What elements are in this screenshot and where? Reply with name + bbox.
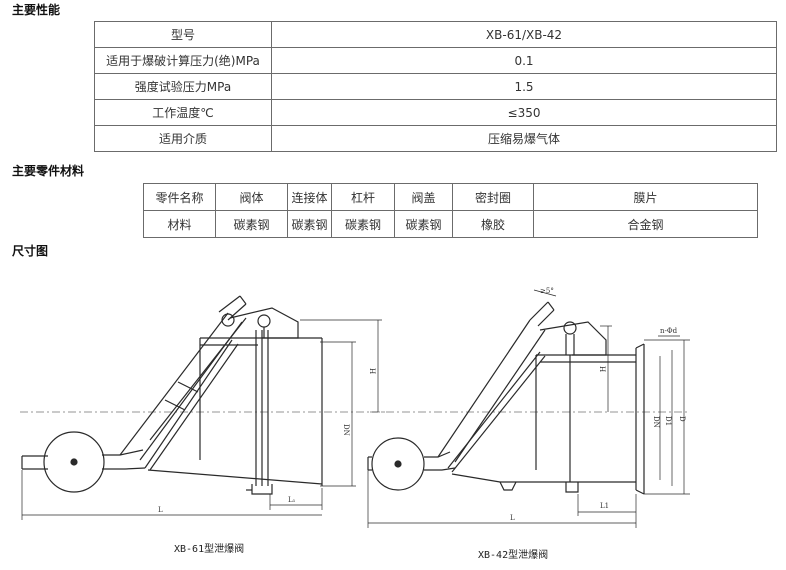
performance-table: 型号 XB-61/XB-42 适用于爆破计算压力(绝)MPa 0.1 强度试验压… <box>94 21 777 152</box>
dim-label-l1-right: L1 <box>600 502 609 510</box>
table-cell: 型号 <box>94 21 272 48</box>
table-cell: 碳素钢 <box>394 210 453 238</box>
xb42-drawing <box>367 289 690 528</box>
dim-label-l-right: L <box>510 514 515 522</box>
table-row: 强度试验压力MPa 1.5 <box>94 73 777 100</box>
dim-label-angle: ≥5° <box>540 287 554 295</box>
table-cell: 0.1 <box>271 47 777 74</box>
dim-label-h: H <box>368 368 376 374</box>
section-heading-performance: 主要性能 <box>12 3 61 17</box>
table-cell: 橡胶 <box>452 210 534 238</box>
dim-label-d: D <box>678 416 686 422</box>
table-row: 适用介质 压缩易爆气体 <box>94 125 777 152</box>
section-heading-dimensions: 尺寸图 <box>12 244 49 258</box>
table-cell: 密封圈 <box>452 183 534 211</box>
table-cell: XB-61/XB-42 <box>271 21 777 48</box>
table-cell: 碳素钢 <box>287 210 332 238</box>
xb42-caption: XB-42型泄爆阀 <box>478 548 548 561</box>
table-cell: 碳素钢 <box>331 210 395 238</box>
table-cell: 膜片 <box>533 183 758 211</box>
dim-label-d1: D1 <box>664 416 672 426</box>
table-row: 型号 XB-61/XB-42 <box>94 21 777 48</box>
table-row: 适用于爆破计算压力(绝)MPa 0.1 <box>94 47 777 74</box>
table-row: 工作温度℃ ≤350 <box>94 99 777 126</box>
table-cell: 连接体 <box>287 183 332 211</box>
table-row: 材料 碳素钢 碳素钢 碳素钢 碳素钢 橡胶 合金钢 <box>143 210 758 238</box>
dim-label-dn-right: DN <box>652 416 660 428</box>
table-cell: 材料 <box>143 210 216 238</box>
xb61-drawing <box>20 295 385 520</box>
table-cell: ≤350 <box>271 99 777 126</box>
table-cell: 阀体 <box>215 183 288 211</box>
table-cell: 适用介质 <box>94 125 272 152</box>
dim-label-bolts: n-Φd <box>660 327 678 335</box>
dim-label-l: L <box>158 506 163 514</box>
materials-table: 零件名称 阀体 连接体 杠杆 阀盖 密封圈 膜片 材料 碳素钢 碳素钢 碳素钢 … <box>143 183 758 238</box>
table-cell: 阀盖 <box>394 183 453 211</box>
table-row: 零件名称 阀体 连接体 杠杆 阀盖 密封圈 膜片 <box>143 183 758 211</box>
dim-label-l1: L₁ <box>288 496 296 504</box>
table-cell: 碳素钢 <box>215 210 288 238</box>
table-cell: 1.5 <box>271 73 777 100</box>
dimension-drawings: H DN L₁ L XB-61型泄爆阀 ≥5° n-Φd H DN D1 D L… <box>20 287 690 561</box>
dim-label-h-right: H <box>598 366 606 372</box>
table-cell: 强度试验压力MPa <box>94 73 272 100</box>
xb61-caption: XB-61型泄爆阀 <box>174 542 244 555</box>
section-heading-materials: 主要零件材料 <box>12 164 85 178</box>
table-cell: 零件名称 <box>143 183 216 211</box>
table-cell: 杠杆 <box>331 183 395 211</box>
table-cell: 工作温度℃ <box>94 99 272 126</box>
table-cell: 适用于爆破计算压力(绝)MPa <box>94 47 272 74</box>
dim-label-dn: DN <box>342 424 350 436</box>
table-cell: 压缩易爆气体 <box>271 125 777 152</box>
table-cell: 合金钢 <box>533 210 758 238</box>
